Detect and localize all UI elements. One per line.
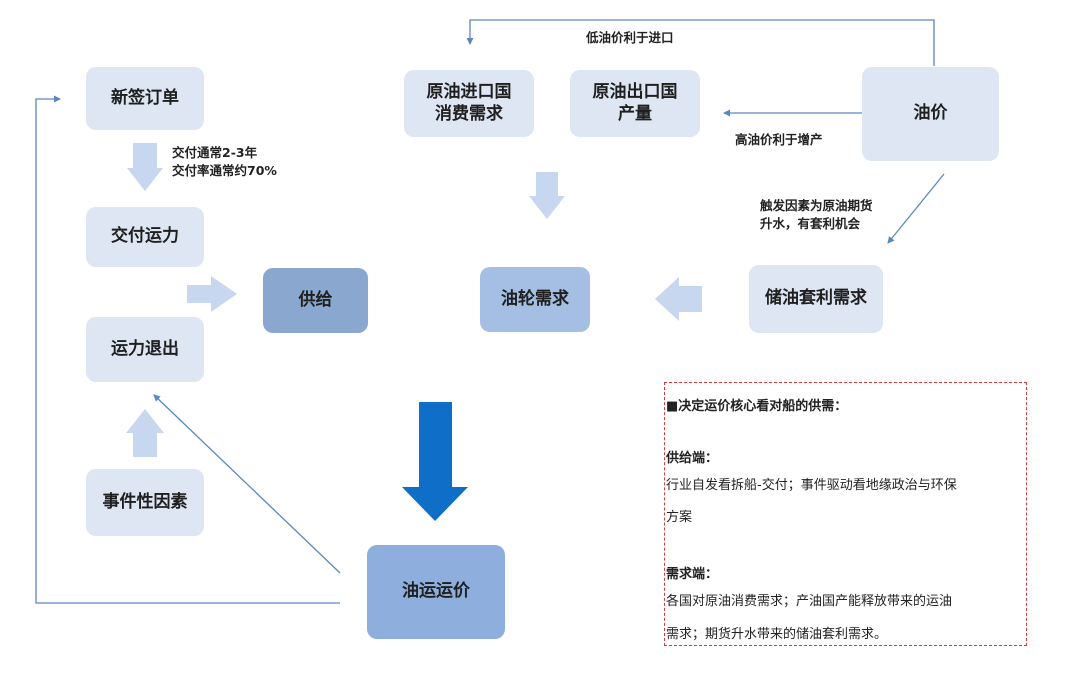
new-orders-label: 新签订单 bbox=[111, 87, 179, 108]
freight-rate-label: 油运运价 bbox=[402, 581, 470, 602]
capacity-exit-box: 运力退出 bbox=[86, 317, 204, 382]
low-price-arrow bbox=[466, 19, 935, 66]
freight-to-exit-arrow bbox=[153, 394, 341, 574]
summary-note-box: ■决定运价核心看对船的供需： 供给端： 行业自发看拆船-交付；事件驱动看地缘政治… bbox=[664, 382, 1027, 646]
supply-label: 供给 bbox=[298, 289, 333, 310]
trigger-label: 触发因素为原油期货 升水，有套利机会 bbox=[760, 198, 873, 231]
event-factors-box: 事件性因素 bbox=[86, 469, 204, 536]
tanker-demand-box: 油轮需求 bbox=[480, 267, 590, 332]
freight-to-orders-arrow bbox=[35, 95, 340, 604]
event-factors-label: 事件性因素 bbox=[102, 491, 188, 512]
main-down-arrow bbox=[402, 402, 468, 521]
high-price-label: 高油价利于增产 bbox=[735, 132, 823, 147]
event-to-exit-block-arrow bbox=[126, 409, 164, 457]
oil-price-box: 油价 bbox=[862, 67, 999, 161]
freight-rate-box: 油运运价 bbox=[367, 545, 505, 639]
tanker-demand-label: 油轮需求 bbox=[501, 288, 569, 309]
delivered-capacity-label: 交付运力 bbox=[111, 226, 179, 247]
supply-box: 供给 bbox=[263, 268, 368, 333]
to-demand-block-arrow bbox=[529, 172, 565, 219]
oil-price-label: 油价 bbox=[913, 103, 948, 124]
note-demand-line-1: 各国对原油消费需求；产油国产能释放带来的运油 bbox=[666, 594, 953, 609]
note-demand-heading: 需求端： bbox=[666, 567, 719, 582]
capacity-exit-label: 运力退出 bbox=[111, 338, 179, 359]
note-supply-line-1: 行业自发看拆船-交付；事件驱动看地缘政治与环保 bbox=[666, 478, 957, 493]
storage-arbitrage-label: 储油套利需求 bbox=[765, 288, 867, 309]
orders-to-delivery-block-arrow bbox=[127, 143, 163, 191]
delivered-capacity-box: 交付运力 bbox=[86, 207, 204, 267]
new-orders-box: 新签订单 bbox=[86, 67, 204, 130]
importer-demand-label: 原油进口国 消费需求 bbox=[426, 82, 512, 124]
exporter-output-box: 原油出口国 产量 bbox=[570, 70, 700, 137]
low-price-label: 低油价利于进口 bbox=[586, 30, 674, 45]
storage-to-demand-block-arrow bbox=[655, 277, 702, 321]
note-demand-line-2: 需求；期货升水带来的储油套利需求。 bbox=[666, 627, 888, 642]
trigger-arrow bbox=[887, 173, 945, 244]
storage-arbitrage-box: 储油套利需求 bbox=[749, 265, 883, 333]
note-title-text: 决定运价核心看对船的供需： bbox=[678, 399, 848, 414]
note-title: ■决定运价核心看对船的供需： bbox=[666, 399, 848, 414]
exporter-output-label: 原油出口国 产量 bbox=[592, 82, 678, 124]
to-supply-block-arrow bbox=[187, 276, 237, 312]
note-supply-line-2: 方案 bbox=[666, 510, 693, 525]
importer-demand-box: 原油进口国 消费需求 bbox=[404, 70, 534, 137]
delivery-note-label: 交付通常2-3年 交付率通常约70% bbox=[172, 145, 277, 178]
note-supply-heading: 供给端： bbox=[666, 451, 719, 466]
